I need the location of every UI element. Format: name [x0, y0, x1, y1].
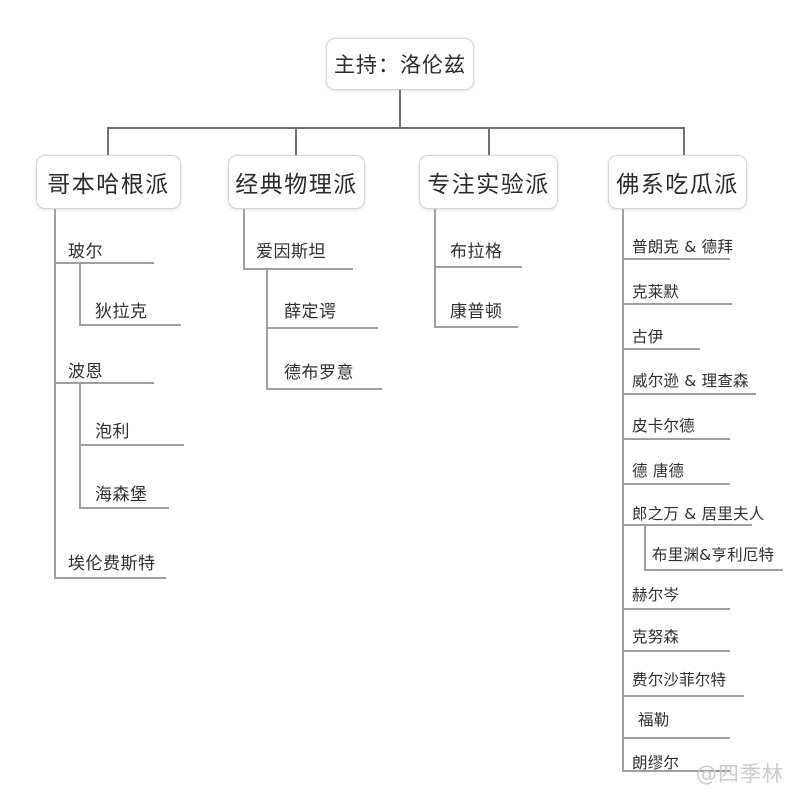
root-stem-connector — [399, 90, 401, 128]
spine-col1-depth0 — [243, 209, 245, 269]
branch-drop-connector-1 — [295, 127, 297, 156]
underline-c3-3 — [622, 393, 756, 395]
underline-c3-8 — [622, 608, 730, 610]
branch-node-classical[interactable]: 经典物理派 — [228, 155, 365, 209]
leaf-label-c2-1[interactable]: 康普顿 — [450, 302, 503, 322]
leaf-label-c3-9[interactable]: 克努森 — [632, 628, 680, 646]
underline-c3-12 — [622, 770, 730, 772]
leaf-label-c3-10[interactable]: 费尔沙菲尔特 — [632, 671, 727, 689]
branch-bus-connector — [107, 127, 685, 129]
branch-drop-connector-3 — [683, 127, 685, 156]
leaf-label-c0-4[interactable]: 海森堡 — [95, 485, 148, 505]
underline-c3-0 — [622, 258, 730, 260]
underline-c3-9 — [622, 650, 730, 652]
leaf-label-c0-2[interactable]: 波恩 — [68, 362, 103, 382]
branch-label-2: 专注实验派 — [427, 172, 550, 198]
leaf-label-c3-7[interactable]: 布里渊&亨利厄特 — [652, 546, 775, 564]
branch-label-1: 经典物理派 — [235, 172, 358, 198]
underline-c2-0 — [434, 266, 522, 268]
underline-c0-1 — [79, 324, 181, 326]
leaf-label-c1-2[interactable]: 德布罗意 — [284, 363, 354, 383]
leaf-label-c1-0[interactable]: 爱因斯坦 — [256, 242, 326, 262]
underline-c1-2 — [266, 388, 382, 390]
underline-c3-4 — [622, 438, 730, 440]
branch-drop-connector-2 — [488, 127, 490, 156]
underline-c2-1 — [434, 326, 518, 328]
leaf-label-c0-0[interactable]: 玻尔 — [68, 242, 103, 262]
underline-c0-4 — [79, 507, 169, 509]
watermark: @四季林 — [690, 758, 784, 788]
underline-c0-5 — [54, 577, 166, 579]
branch-node-spectator[interactable]: 佛系吃瓜派 — [608, 155, 747, 209]
leaf-label-c3-5[interactable]: 德 唐德 — [632, 462, 685, 480]
leaf-label-c0-5[interactable]: 埃伦费斯特 — [68, 554, 156, 574]
root-node-label: 主持：洛伦兹 — [334, 53, 466, 77]
spine-col0-nested-bohr — [79, 262, 81, 325]
underline-c0-2 — [54, 382, 154, 384]
leaf-label-c3-0[interactable]: 普朗克 & 德拜 — [632, 238, 734, 256]
underline-c1-0 — [243, 268, 353, 270]
leaf-label-c3-8[interactable]: 赫尔岑 — [632, 586, 680, 604]
root-node-host[interactable]: 主持：洛伦兹 — [326, 38, 474, 90]
underline-c3-10 — [622, 695, 744, 697]
spine-col3-nested-langevin — [644, 524, 646, 570]
watermark-handle: @四季林 — [696, 762, 784, 786]
branch-node-experimental[interactable]: 专注实验派 — [419, 155, 558, 209]
branch-label-3: 佛系吃瓜派 — [616, 172, 739, 198]
leaf-label-c1-1[interactable]: 薛定谔 — [284, 302, 337, 322]
underline-c3-7 — [644, 569, 783, 571]
underline-c3-5 — [622, 483, 730, 485]
spine-col2-depth0 — [434, 209, 436, 326]
underline-c0-3 — [79, 444, 184, 446]
underline-c1-1 — [266, 327, 378, 329]
leaf-label-c3-12[interactable]: 朗缪尔 — [632, 754, 680, 772]
branch-label-0: 哥本哈根派 — [47, 172, 170, 198]
underline-c3-6 — [622, 524, 752, 526]
leaf-label-c0-1[interactable]: 狄拉克 — [95, 302, 148, 322]
underline-c3-1 — [622, 303, 732, 305]
leaf-label-c2-0[interactable]: 布拉格 — [450, 242, 503, 262]
leaf-label-c3-3[interactable]: 威尔逊 & 理查森 — [632, 372, 749, 390]
underline-c0-0 — [54, 262, 154, 264]
leaf-label-c3-1[interactable]: 克莱默 — [632, 283, 680, 301]
branch-node-copenhagen[interactable]: 哥本哈根派 — [36, 155, 181, 209]
leaf-label-c3-11[interactable]: 福勒 — [638, 711, 670, 729]
spine-col0-depth0 — [54, 209, 56, 578]
leaf-label-c3-6[interactable]: 郎之万 & 居里夫人 — [632, 505, 765, 523]
underline-c3-11 — [622, 737, 730, 739]
leaf-label-c3-2[interactable]: 古伊 — [632, 328, 664, 346]
leaf-label-c3-4[interactable]: 皮卡尔德 — [632, 417, 695, 435]
leaf-label-c0-3[interactable]: 泡利 — [95, 422, 130, 442]
spine-col3-depth0 — [622, 209, 624, 770]
underline-c3-2 — [622, 348, 700, 350]
branch-drop-connector-0 — [107, 127, 109, 156]
